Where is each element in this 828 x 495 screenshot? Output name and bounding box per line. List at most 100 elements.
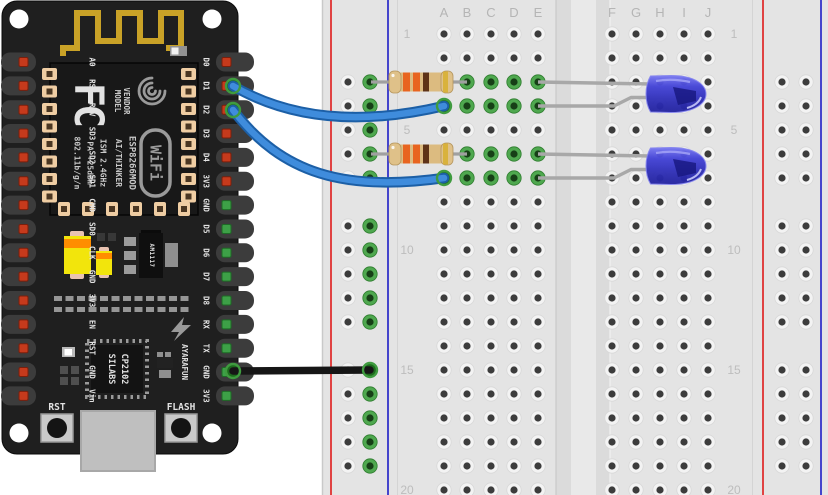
through-hole-pad (111, 296, 120, 301)
pin-label-left-RSV-1: RSV (88, 79, 97, 93)
through-hole-pad (169, 296, 177, 301)
pin-label-left-GND-9: GND (88, 270, 97, 284)
resistor-band (423, 72, 429, 92)
through-hole-pad (77, 307, 85, 312)
bb-col-label-E: E (534, 5, 543, 20)
smd-part-body (171, 47, 179, 55)
bb-row-label-5-right: 5 (731, 123, 738, 137)
through-hole-pad (134, 296, 143, 301)
bb-col-label-H: H (655, 5, 664, 20)
through-hole-pad (146, 296, 154, 301)
wire-D2-to-A7[interactable] (224, 101, 453, 188)
through-hole-pad (157, 296, 166, 301)
bb-row-label-1-right: 1 (731, 27, 738, 41)
regulator-label: AM1117 (148, 244, 154, 268)
bb-row-label-1-left: 1 (404, 27, 411, 41)
through-hole-pad (157, 307, 166, 312)
pin-label-left-SD3-3: SD3 (88, 127, 97, 141)
center-channel-highlight (571, 0, 596, 495)
resistor-1[interactable] (371, 70, 467, 94)
wire-D1-to-A4[interactable] (224, 77, 453, 123)
resistor-band (403, 72, 410, 92)
wire-connector-ring (361, 361, 379, 379)
resistor-band (413, 72, 420, 92)
through-hole-pad (169, 307, 177, 312)
pin-label-right-3V3-5: 3V3 (202, 174, 211, 188)
lightning-bolt-icon (171, 317, 191, 341)
wifi-logo-text: WiFi (147, 145, 165, 181)
through-hole-pad (134, 307, 143, 312)
wire-connector-ring (224, 362, 242, 380)
smd-pad (60, 366, 68, 374)
circuit-parts (224, 70, 707, 380)
regulator-pad (124, 251, 136, 260)
through-hole-pad (180, 296, 189, 301)
smd-pad (71, 377, 79, 385)
through-hole-pad (65, 296, 74, 301)
usb-bridge-chip (91, 345, 143, 393)
bb-col-label-B: B (463, 5, 472, 20)
capacitor-small-stripe (96, 253, 112, 259)
smd-transistor (157, 358, 173, 368)
wire-connector-ring (224, 101, 242, 119)
bb-row-label-15-right: 15 (727, 363, 741, 377)
pin-label-right-D7-9: D7 (202, 272, 211, 281)
pin-label-right-D0-0: D0 (202, 57, 211, 67)
through-hole-pad (54, 296, 62, 301)
smd-pad (71, 366, 79, 374)
through-hole-pad (100, 296, 108, 301)
reset-button[interactable] (40, 413, 74, 443)
pin-label-left-3V3-10: 3V3 (88, 294, 97, 308)
pin-label-left-SD0-7: SD0 (88, 222, 97, 236)
ai-thinker-spiral-icon (137, 76, 167, 106)
resistor-2[interactable] (371, 142, 467, 166)
led-leg (538, 167, 650, 180)
pin-label-right-GND-13: GND (202, 365, 211, 379)
flash-button-label: FLASH (167, 402, 196, 413)
nodemcu-board[interactable]: FC MODEL VENDOR ESP8266MOD AI/THINKER IS… (1, 0, 254, 472)
regulator-cap (141, 230, 161, 235)
pin-label-right-D4-4: D4 (202, 153, 211, 163)
wire-GND-to-left-rail-negative-15[interactable] (224, 361, 379, 380)
pin-label-left-SD1-5: SD1 (88, 174, 97, 188)
fcc-logo: FC (65, 83, 111, 126)
wifi-logo-outline (139, 128, 172, 198)
wire-connector-ring (224, 77, 242, 95)
pin-label-left-GND-13: GND (88, 365, 97, 379)
usb-chip-label-silabs: SILABS (106, 354, 116, 385)
brand-label: AYARAFUN (180, 344, 189, 381)
smd-pad (157, 352, 163, 357)
module-line-ism: ISM 2.4GHz (99, 139, 108, 187)
smd-pad (159, 370, 171, 378)
resistor-band (443, 71, 448, 93)
resistor-band (423, 144, 429, 164)
led-1[interactable] (537, 74, 707, 114)
pin-label-left-A0-0: A0 (88, 57, 97, 67)
smd-pad (60, 377, 68, 385)
through-hole-pad (111, 307, 120, 312)
pin-label-right-D1-1: D1 (202, 81, 211, 91)
bb-row-label-10-left: 10 (400, 243, 414, 257)
through-hole-pad (54, 307, 62, 312)
through-hole-pad (65, 307, 74, 312)
esp-module-pads (42, 68, 196, 216)
pin-label-left-RSV-2: RSV (88, 103, 97, 117)
regulator-pad (124, 237, 136, 246)
regulator-pad (124, 265, 136, 274)
flash-button[interactable] (164, 413, 198, 443)
regulator-tab (165, 243, 178, 267)
voltage-regulator (139, 233, 163, 278)
pin-label-right-RX-11: RX (202, 320, 211, 330)
header-through-holes (54, 296, 189, 312)
pin-label-right-D6-8: D6 (202, 248, 211, 258)
led-leg (538, 95, 650, 108)
module-label-vendor: VENDOR (122, 87, 131, 115)
pin-label-left-SD2-4: SD2 (88, 151, 97, 165)
led-2[interactable] (537, 146, 707, 186)
mounting-hole (9, 423, 29, 443)
module-line-80211: 802.11b/g/n (73, 137, 82, 190)
through-hole-pad (100, 307, 108, 312)
resistor-band (413, 144, 420, 164)
usb-connector (80, 410, 156, 472)
